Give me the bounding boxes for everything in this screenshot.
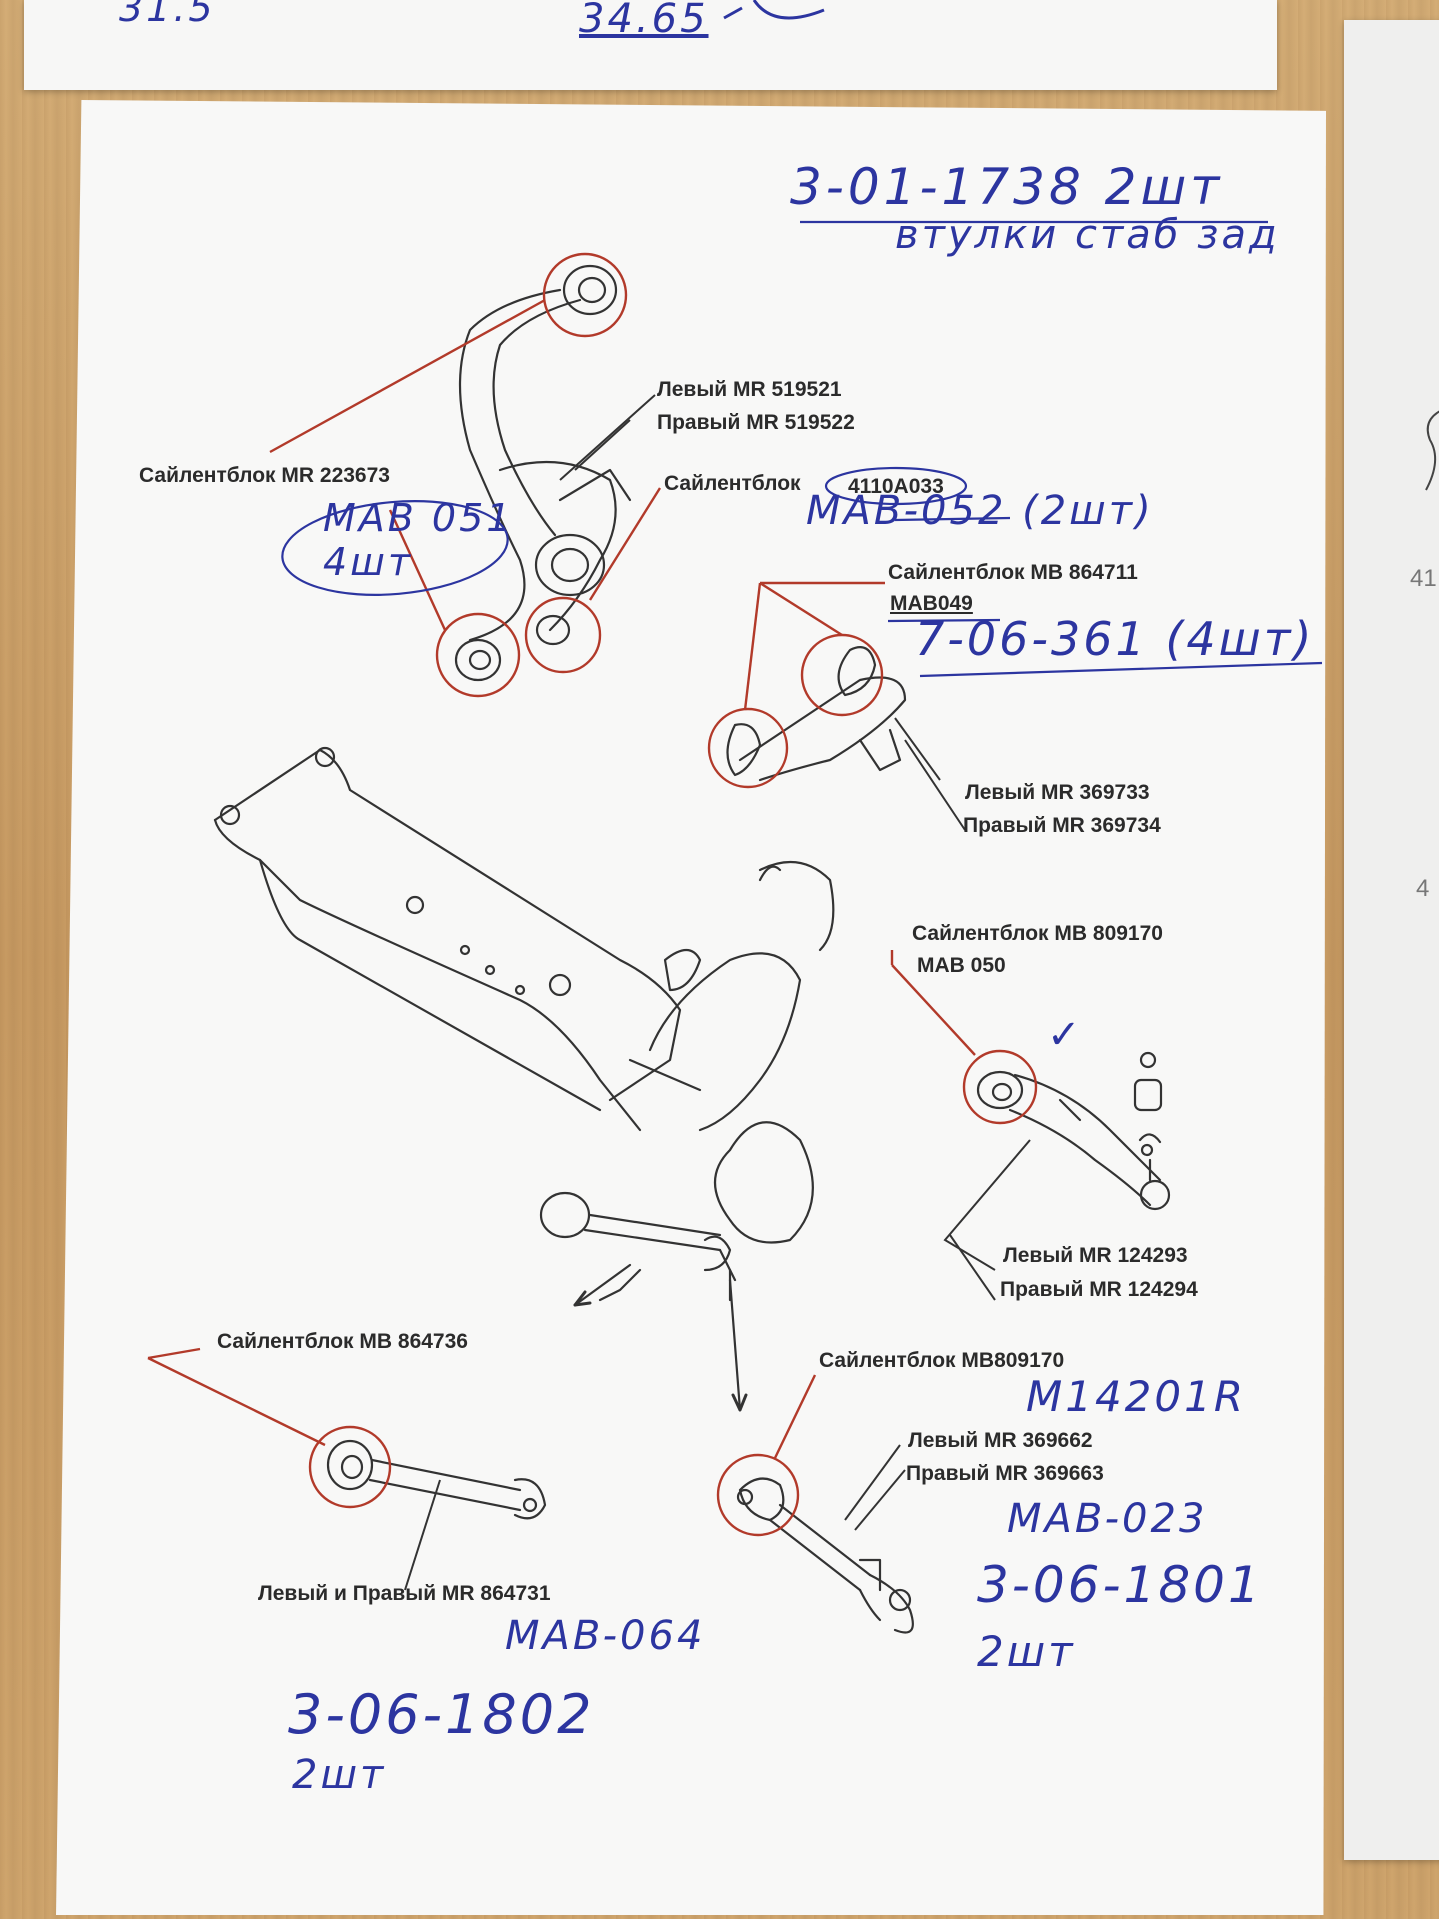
top-circle-fragment [723, 0, 825, 20]
handwritten-mab064: MAB-064 [505, 1613, 706, 1659]
upper-arm-part [726, 646, 907, 782]
handwritten-mab051-qty: 4шт [323, 540, 414, 584]
handwritten-check-mark: ✓ [1047, 1012, 1081, 1058]
code-4110-ink-oval [824, 466, 968, 506]
label-knuckle-right: Правый MR 519522 [657, 411, 855, 434]
trailing-arm-part [736, 1477, 914, 1634]
label-silentblock-mb809170-b: Сайлентблок MB809170 [819, 1349, 1065, 1372]
handwritten-m14201r: M14201R [1026, 1372, 1247, 1421]
label-silentblock-mb864736: Сайлентблок MB 864736 [217, 1330, 468, 1353]
handwritten-qty-1802: 2шт [292, 1752, 387, 1798]
handwritten-header-desc: втулки стаб зад [895, 212, 1280, 258]
edge-mark-41: 41 [1410, 565, 1437, 592]
label-lateral-both: Левый и Правый MR 864731 [258, 1582, 551, 1605]
lower-arm-part [976, 1051, 1171, 1211]
label-mab050: MAB 050 [917, 954, 1006, 977]
label-silentblock-4110: Сайлентблок [664, 472, 801, 495]
label-upper-arm-left: Левый MR 369733 [965, 781, 1150, 804]
knuckle-part [454, 264, 632, 682]
top-paper-sheet: 31.5 34.65 [24, 0, 1277, 90]
subframe-part [213, 746, 835, 1302]
lateral-arm-part [326, 1439, 547, 1520]
label-silentblock-mb864711: Сайлентблок MB 864711 [888, 561, 1138, 584]
label-upper-arm-right: Правый MR 369734 [963, 814, 1161, 837]
handwritten-3-06-1801: 3-06-1801 [977, 1556, 1263, 1614]
handwritten-3-06-1802: 3-06-1802 [288, 1683, 595, 1746]
arrow-trailing [728, 1278, 742, 1412]
handwritten-top-left-number: 31.5 [119, 0, 216, 30]
arrow-lateral [573, 1263, 632, 1307]
label-trailing-right: Правый MR 369663 [906, 1462, 1104, 1485]
label-silentblock-mr223673: Сайлентблок MR 223673 [139, 464, 390, 487]
label-knuckle-left: Левый MR 519521 [657, 378, 842, 401]
label-mab049: MAB049 [890, 592, 973, 615]
label-code-4110a033: 4110A033 [848, 475, 944, 498]
main-paper-sheet [56, 100, 1326, 1915]
right-paper-sheet: 41 4 [1344, 20, 1439, 1860]
handwritten-mab052: MAB-052 (2шт) [806, 488, 1154, 534]
edge-mark-4: 4 [1416, 875, 1430, 902]
label-trailing-left: Левый MR 369662 [908, 1429, 1093, 1452]
handwritten-header-code: 3-01-1738 2шт [790, 158, 1224, 216]
mab051-ink-oval [281, 500, 509, 596]
handwritten-qty-1801: 2шт [977, 1627, 1076, 1676]
label-lower-arm-right: Правый MR 124294 [1000, 1278, 1198, 1301]
label-silentblock-mb809170-a: Сайлентблок MB 809170 [912, 922, 1163, 945]
black-leaders [404, 394, 1031, 1591]
handwritten-mab051: MAB 051 [323, 496, 514, 540]
label-lower-arm-left: Левый MR 124293 [1003, 1244, 1188, 1267]
red-highlights [147, 252, 1038, 1537]
ink-marks [281, 220, 1323, 678]
handwritten-mab023: MAB-023 [1007, 1496, 1208, 1542]
handwritten-7-06-361: 7-06-361 (4шт) [915, 612, 1315, 666]
edge-drawing-fragment [1425, 410, 1439, 491]
handwritten-top-right-number: 34.65 [579, 0, 709, 42]
